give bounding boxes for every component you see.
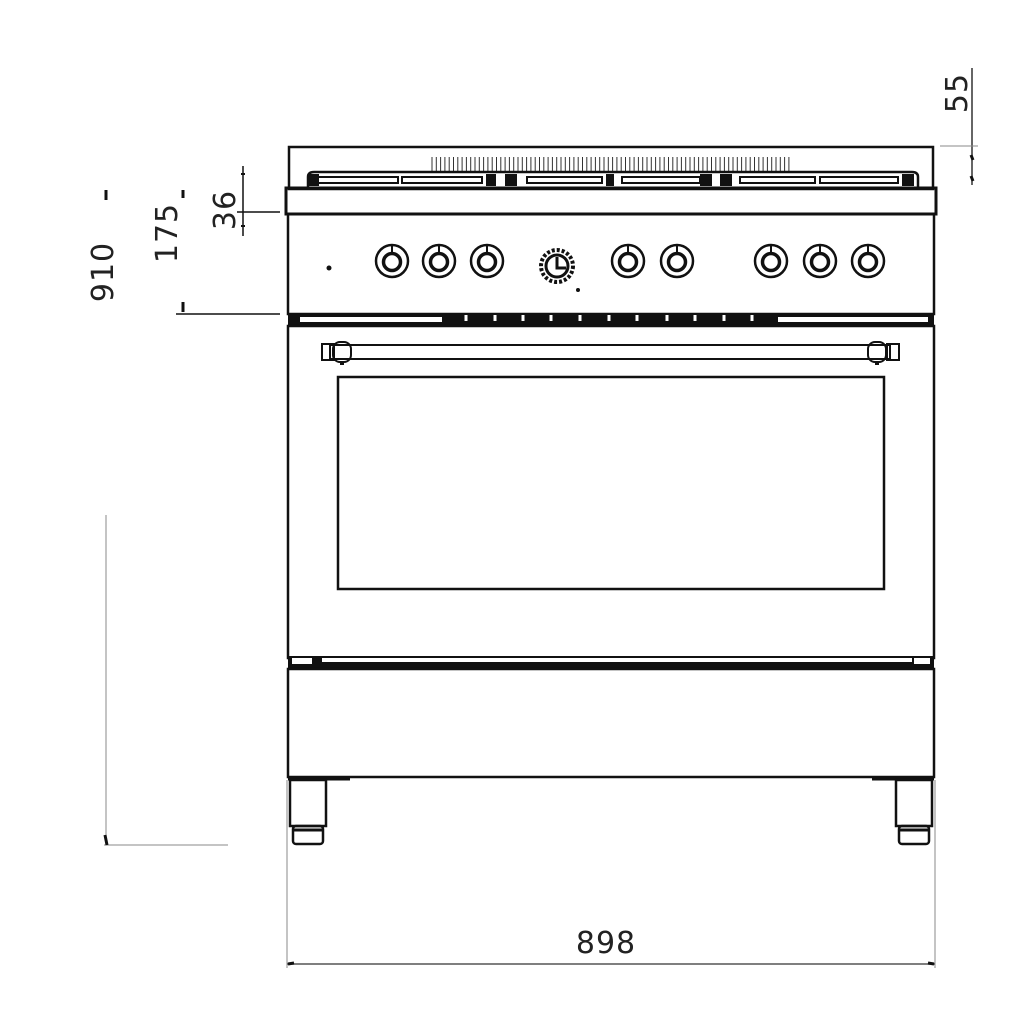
- oven-door-handle[interactable]: [321, 341, 900, 365]
- left-foot: [288, 778, 328, 846]
- dimension-910: [103, 190, 228, 846]
- control-knob[interactable]: [659, 243, 695, 279]
- oven-window: [336, 375, 886, 591]
- right-foot: [894, 778, 934, 846]
- door-bottom-strip: [288, 656, 934, 669]
- dimension-898: [286, 780, 936, 968]
- cooktop-edge: [284, 186, 938, 216]
- vent-grill: [430, 156, 792, 172]
- control-knob[interactable]: [753, 243, 789, 279]
- dimension-175: [176, 190, 280, 315]
- dimension-label-backguard-height: 55: [940, 72, 975, 114]
- indicator-light: [326, 265, 332, 271]
- control-knob[interactable]: [374, 243, 410, 279]
- control-knob[interactable]: [850, 243, 886, 279]
- dimension-label-top-edge-height: 36: [208, 189, 243, 231]
- dimension-label-total-width: 898: [575, 926, 637, 961]
- dimension-55: [940, 68, 978, 185]
- vent-strip: [288, 314, 934, 326]
- control-knob[interactable]: [802, 243, 838, 279]
- control-knob[interactable]: [610, 243, 646, 279]
- cooktop-grates: [306, 170, 920, 187]
- timer-dial[interactable]: [539, 248, 580, 292]
- dimension-36: [237, 166, 280, 236]
- control-knob[interactable]: [469, 243, 505, 279]
- storage-drawer[interactable]: [286, 667, 936, 781]
- dimension-label-total-height: 910: [86, 241, 121, 303]
- dimension-label-control-panel-height: 175: [150, 202, 185, 264]
- control-knob[interactable]: [421, 243, 457, 279]
